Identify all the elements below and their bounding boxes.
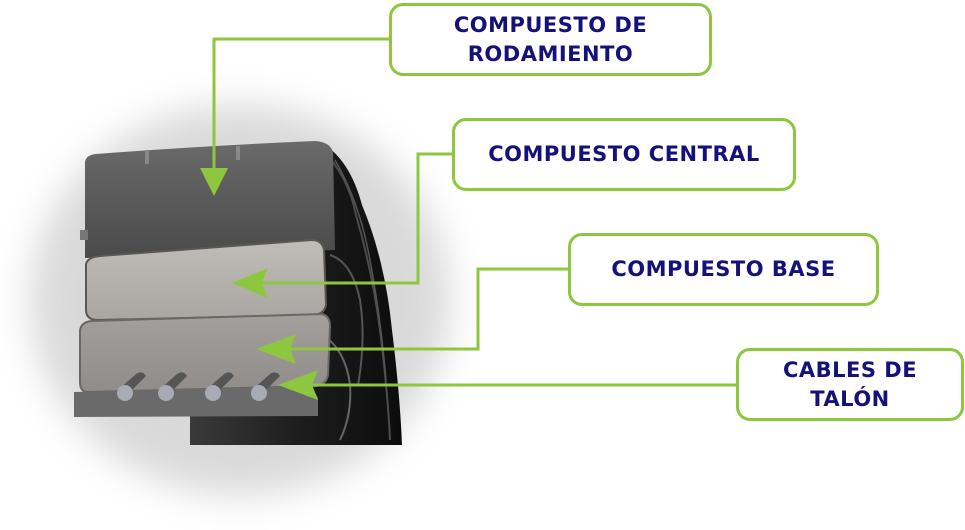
label-central-compound: COMPUESTO CENTRAL	[452, 118, 796, 191]
bead-cable	[205, 372, 234, 401]
connector-central	[258, 152, 452, 285]
bead-cable	[251, 372, 280, 401]
label-base-compound: COMPUESTO BASE	[568, 233, 879, 306]
base-compound-layer	[79, 312, 332, 394]
label-bead-cables: CABLES DE TALÓN	[736, 348, 964, 421]
bead-cable	[158, 372, 187, 401]
arrowhead-base	[256, 334, 296, 364]
arrowhead-cables	[278, 370, 318, 400]
tread-compound-layer	[80, 141, 335, 258]
callout-connectors	[212, 37, 736, 387]
connector-base	[285, 267, 568, 351]
arrowhead-central	[232, 268, 268, 298]
bead-cable	[117, 372, 146, 401]
bead-cables	[117, 372, 280, 401]
arrowhead-tread	[200, 168, 228, 196]
connector-tread	[212, 37, 389, 172]
central-compound-layer	[85, 238, 328, 322]
label-tread-compound: COMPUESTO DE RODAMIENTO	[389, 3, 712, 76]
